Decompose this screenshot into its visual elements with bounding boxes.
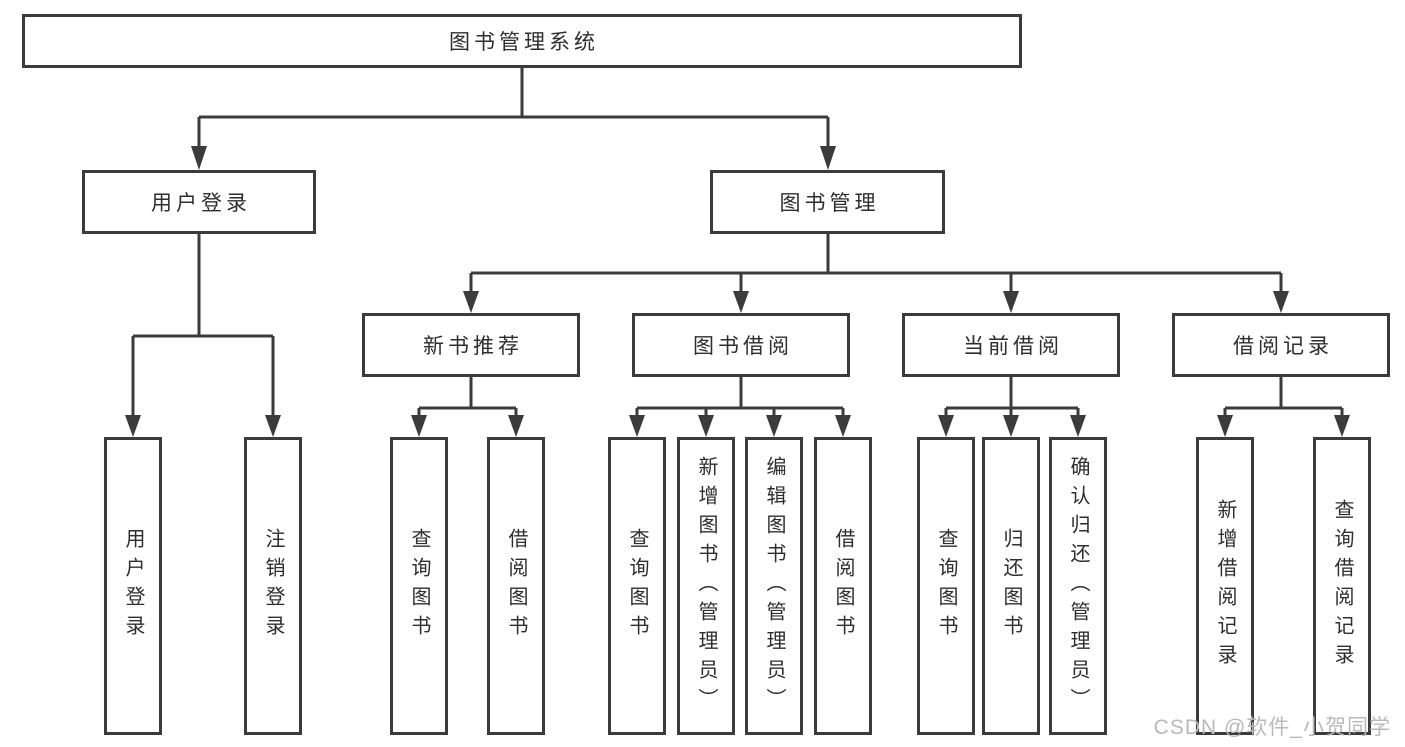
leaf-query-borrow-record: 查询借阅记录 [1313, 437, 1371, 735]
arrowheads [125, 146, 1350, 437]
leaf-logout: 注销登录 [244, 437, 302, 735]
leaf-borrow-book: 借阅图书 [814, 437, 872, 735]
leaf-user-login: 用户登录 [104, 437, 162, 735]
leaf-add-borrow-record: 新增借阅记录 [1196, 437, 1254, 735]
leaf-add-book-admin: 新增图书（管理员） [677, 437, 735, 735]
node-book-borrow: 图书借阅 [632, 313, 850, 377]
csdn-watermark: CSDN @软件_小贺同学 [1153, 716, 1391, 739]
node-user-login: 用户登录 [82, 170, 316, 234]
leaf-query-book-borrow: 查询图书 [608, 437, 666, 735]
node-book-management: 图书管理 [710, 170, 945, 234]
node-root: 图书管理系统 [22, 14, 1022, 68]
node-new-book-recommend: 新书推荐 [362, 313, 580, 377]
leaf-query-book-current: 查询图书 [917, 437, 975, 735]
leaf-query-book-recommend: 查询图书 [390, 437, 448, 735]
leaf-confirm-return-admin: 确认归还（管理员） [1049, 437, 1107, 735]
leaf-return-book: 归还图书 [982, 437, 1040, 735]
node-borrow-records: 借阅记录 [1172, 313, 1390, 377]
node-current-borrow: 当前借阅 [902, 313, 1120, 377]
leaf-edit-book-admin: 编辑图书（管理员） [745, 437, 803, 735]
leaf-borrow-book-recommend: 借阅图书 [487, 437, 545, 735]
